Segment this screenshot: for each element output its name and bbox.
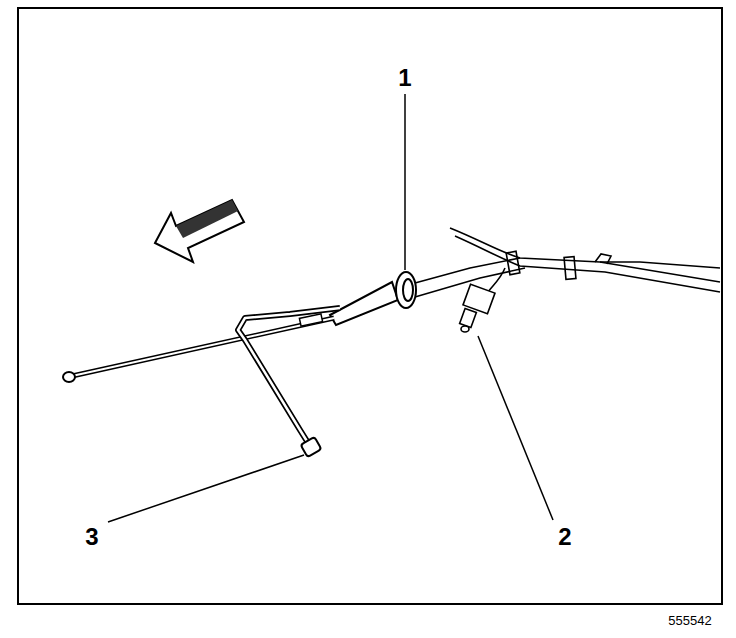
grommet bbox=[330, 272, 416, 325]
direction-arrow bbox=[155, 200, 244, 262]
harness bbox=[415, 228, 720, 297]
sensor-connector bbox=[460, 268, 505, 332]
pipe bbox=[238, 308, 340, 457]
cable bbox=[63, 314, 334, 382]
callout-number: 2 bbox=[558, 525, 571, 549]
figure-number: 555542 bbox=[668, 614, 711, 627]
leader-lines bbox=[108, 94, 553, 522]
frame bbox=[18, 8, 722, 604]
callout-number: 3 bbox=[85, 525, 98, 549]
callout-number: 1 bbox=[398, 66, 411, 90]
